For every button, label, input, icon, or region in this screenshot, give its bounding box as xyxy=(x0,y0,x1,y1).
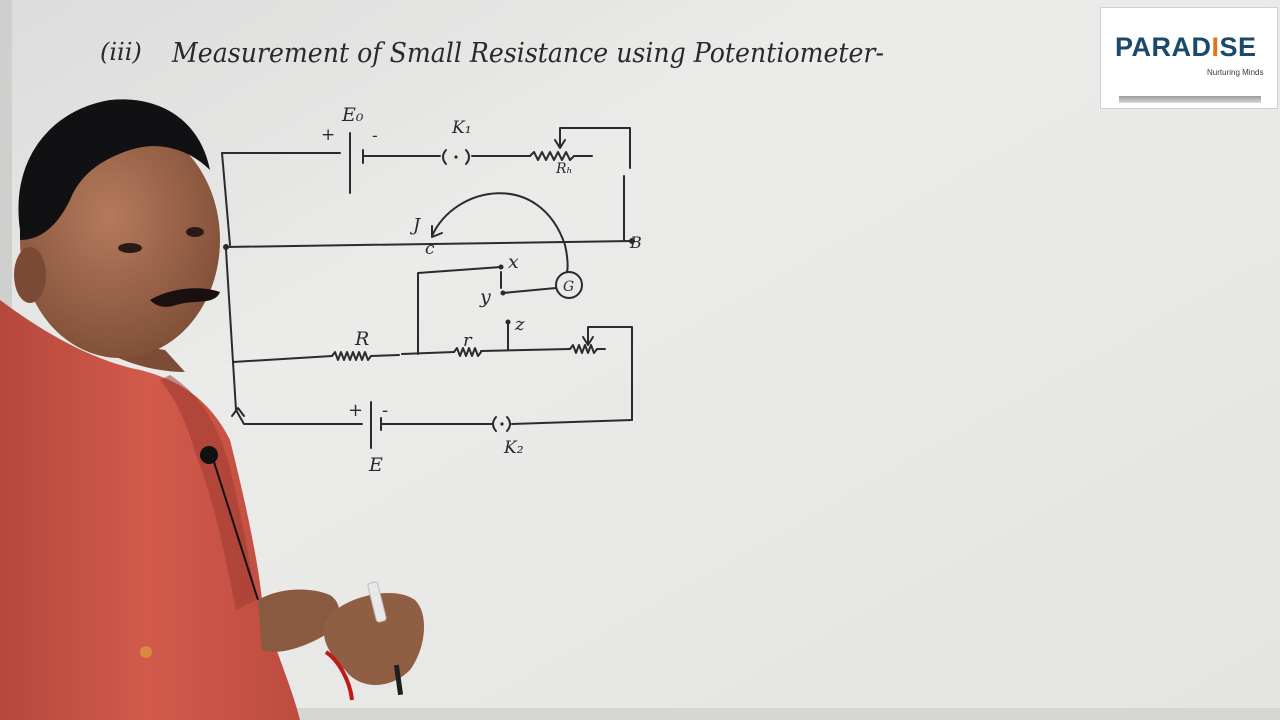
label-z: z xyxy=(514,314,525,335)
presenter-hair xyxy=(18,99,210,241)
label-y: y xyxy=(479,286,491,308)
jockey-wire xyxy=(431,192,569,273)
wire-mid-right xyxy=(480,348,571,352)
shirt-button xyxy=(140,646,152,658)
rheostat-bottom-slider xyxy=(587,326,633,421)
label-r-small: r xyxy=(463,330,473,351)
microphone-cable xyxy=(213,461,259,601)
label-minus-bottom: - xyxy=(382,400,388,421)
logo-word-end: SE xyxy=(1219,32,1257,62)
rheostat-bottom-arrow xyxy=(582,336,594,346)
logo-wordmark: PARADISE xyxy=(1115,32,1257,63)
red-thread-bracelet xyxy=(324,650,354,701)
label-minus-top: - xyxy=(372,126,378,146)
circuit-diagram: E₀ + - K₁ Rₕ J c B x y z G R r + - E K₂ … xyxy=(212,104,642,476)
rheostat-bottom-coil xyxy=(569,344,606,354)
wire-bottom-left xyxy=(232,361,363,425)
presenter-shirt-shadow xyxy=(160,375,256,610)
jockey-arrow xyxy=(431,225,443,238)
logo-word-start: PARAD xyxy=(1115,32,1212,62)
presenter-moustache xyxy=(150,288,220,307)
rheostat-top-arrow xyxy=(554,139,566,149)
label-g: G xyxy=(563,279,574,295)
rheostat-top-slider xyxy=(559,127,631,169)
key-k1-dot xyxy=(454,155,458,159)
key-k2-symbol xyxy=(492,416,511,432)
logo-underline-bar xyxy=(1119,96,1261,103)
label-rh: Rₕ xyxy=(555,161,573,177)
title-number: (iii) xyxy=(100,38,142,66)
label-k2: K₂ xyxy=(503,438,524,458)
key-k1-symbol xyxy=(442,149,470,165)
label-e0: E₀ xyxy=(341,104,364,126)
whiteboard-marker xyxy=(367,581,387,623)
label-e: E xyxy=(368,454,383,476)
label-k1: K₁ xyxy=(451,118,472,138)
key-k2-dot xyxy=(500,422,504,426)
resistor-r-small xyxy=(453,347,482,357)
presenter xyxy=(0,99,425,720)
logo-word-accent: I xyxy=(1211,32,1220,62)
current-arrow xyxy=(231,407,245,417)
paradise-logo: PARADISE Nurturing Minds xyxy=(1100,7,1278,109)
label-plus-top: + xyxy=(321,125,335,145)
label-plus-bottom: + xyxy=(348,400,363,421)
point-b xyxy=(629,238,635,244)
presenter-eye-left xyxy=(118,243,142,253)
presenter-neck xyxy=(70,300,185,372)
terminal-y-dot xyxy=(500,290,506,296)
wire-top-left xyxy=(221,152,341,246)
marker-tip xyxy=(393,664,404,696)
label-x: x xyxy=(508,251,519,273)
wire-mid-center xyxy=(401,351,455,355)
label-j: J xyxy=(409,215,422,236)
presenter-shirt xyxy=(0,300,300,720)
label-r-big: R xyxy=(354,328,369,350)
board-bottom-ledge xyxy=(0,708,1280,720)
resistor-r-big xyxy=(331,351,400,361)
logo-tagline: Nurturing Minds xyxy=(1207,68,1264,77)
label-b: B xyxy=(629,233,642,252)
wire-bottom-right xyxy=(511,419,633,425)
point-a xyxy=(223,244,229,250)
presenter-ear xyxy=(14,247,46,303)
galvanometer xyxy=(555,271,583,299)
wire-x-down xyxy=(417,266,502,355)
terminal-x-dot xyxy=(498,264,504,270)
presenter-left-hand xyxy=(258,589,340,652)
label-c: c xyxy=(425,239,435,259)
presenter-eye-right xyxy=(186,227,204,237)
board-title: Measurement of Small Resistance using Po… xyxy=(171,38,884,69)
rheostat-top-coil xyxy=(529,151,593,161)
wire-galvo-y xyxy=(502,287,557,294)
lapel-microphone xyxy=(200,446,218,464)
presenter-right-hand xyxy=(323,592,425,685)
